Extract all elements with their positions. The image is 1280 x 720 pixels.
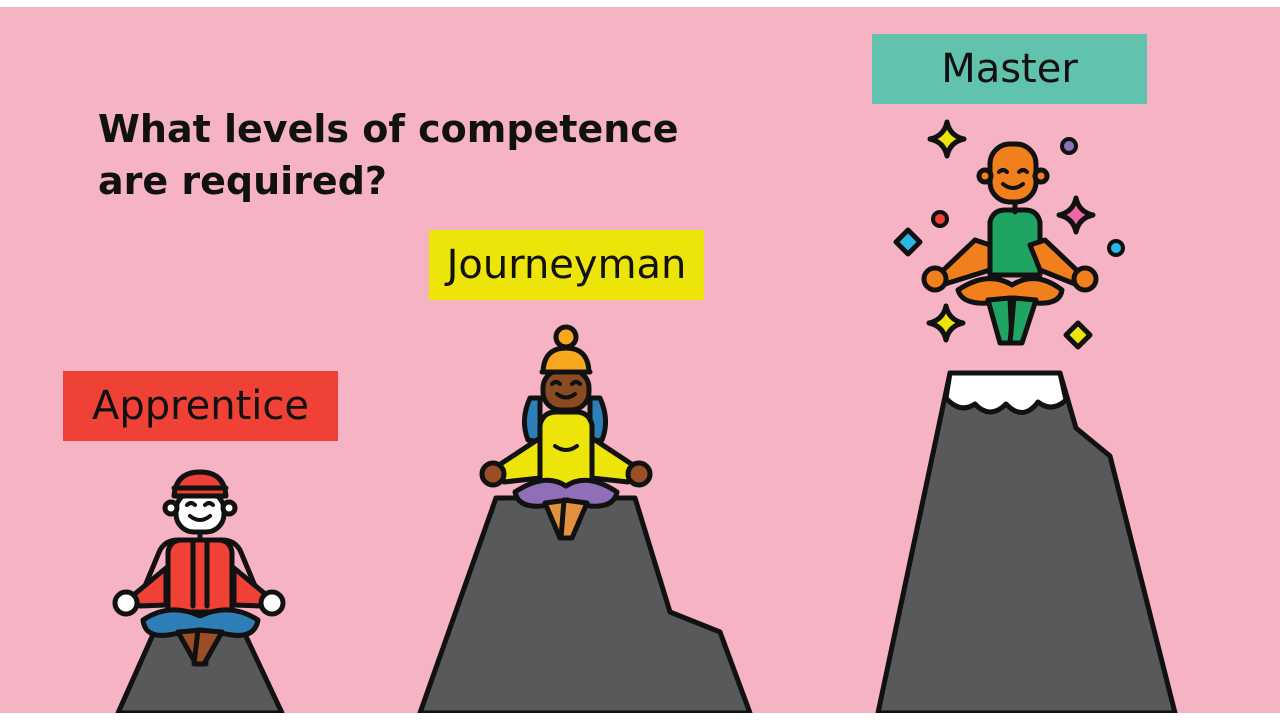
illustration xyxy=(112,119,1178,713)
sparkle-icon xyxy=(1060,137,1078,155)
sparkle-icon xyxy=(1056,195,1096,235)
mountain-medium-icon xyxy=(417,495,753,713)
mountain-large-icon xyxy=(875,370,1178,713)
snow-cap-icon xyxy=(943,370,1069,415)
sparkle-icon xyxy=(1063,320,1093,350)
master-label-text: Master xyxy=(941,46,1078,92)
question-line-2: are required? xyxy=(98,159,387,203)
apprentice-label: Apprentice xyxy=(63,371,338,441)
master-label: Master xyxy=(872,34,1147,104)
sparkle-icon xyxy=(893,227,923,257)
sparkle-icon xyxy=(926,303,966,343)
sparkle-icon xyxy=(931,210,949,228)
question-line-1: What levels of competence xyxy=(98,107,679,151)
sparkle-icon xyxy=(927,119,967,159)
journeyman-label-text: Journeyman xyxy=(446,242,687,288)
apprentice-label-text: Apprentice xyxy=(91,383,310,429)
meditating-person-apprentice-icon xyxy=(112,469,286,667)
journeyman-label: Journeyman xyxy=(429,230,704,300)
slide: What levels of competence are required? xyxy=(0,7,1280,713)
meditating-person-journeyman-icon xyxy=(479,324,653,541)
question-heading: What levels of competence are required? xyxy=(98,103,679,207)
meditating-person-master-icon xyxy=(921,141,1099,346)
sparkle-icon xyxy=(1107,239,1125,257)
